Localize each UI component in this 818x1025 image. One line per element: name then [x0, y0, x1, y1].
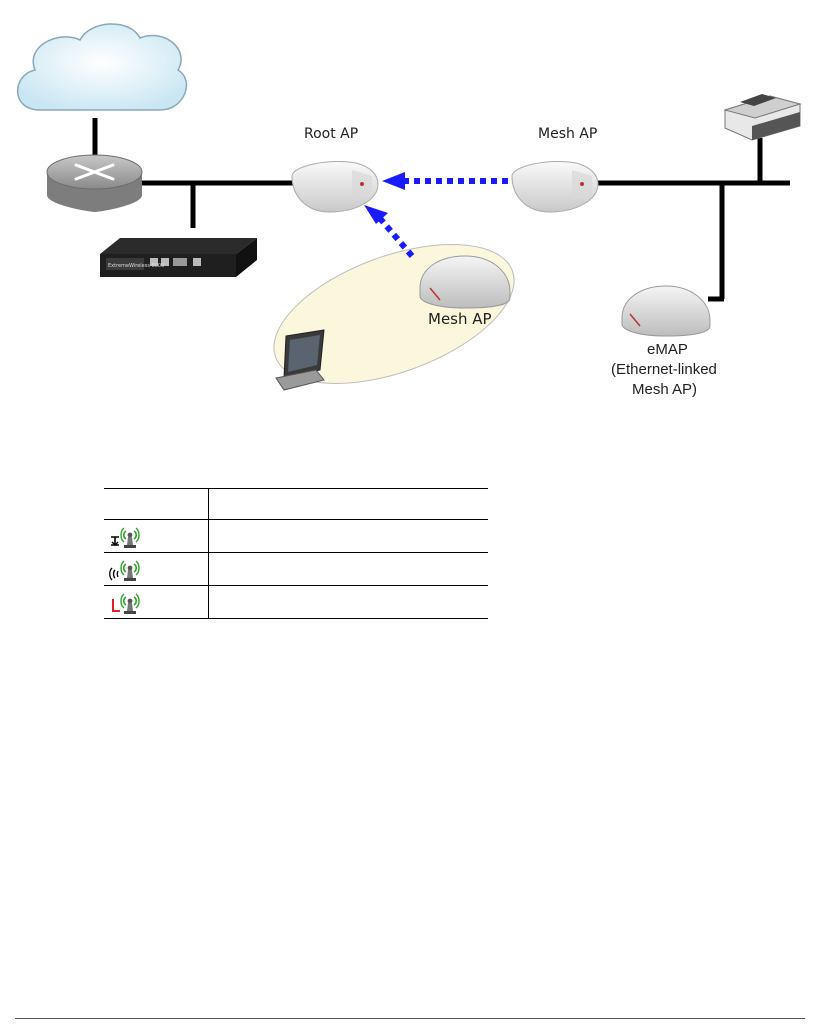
emap-label-line2: (Ethernet-linked	[611, 361, 717, 378]
footer-rule	[15, 1018, 805, 1019]
legend-row-text	[209, 520, 489, 553]
wired-mesh-ap-icon	[111, 527, 140, 548]
legend-row	[104, 585, 489, 619]
laptop-icon	[275, 329, 325, 391]
legend-row-text	[209, 586, 489, 619]
legend-table	[104, 488, 488, 619]
controller-appliance-icon: ExtremeWireless 6000	[100, 238, 257, 277]
mesh-link-arrowheads	[364, 172, 405, 224]
emap-icon	[621, 285, 711, 337]
router-icon	[46, 154, 143, 212]
emap-label-line3: Mesh AP)	[632, 381, 698, 398]
printer-icon	[723, 94, 802, 141]
legend-row-text	[209, 553, 489, 586]
legend-header-description	[209, 488, 489, 520]
legend-top-rule	[104, 488, 488, 489]
mesh-network-diagram: ExtremeWireless 6000	[16, 23, 802, 391]
mesh-ap-icon	[511, 160, 599, 213]
failed-mesh-ap-icon	[112, 593, 140, 614]
root-ap-icon	[291, 160, 379, 213]
legend-header-row	[104, 488, 488, 520]
wired-links	[92, 118, 790, 302]
mesh-ap-label: Mesh AP	[538, 126, 598, 142]
wireless-mesh-ap-icon	[109, 560, 140, 581]
legend-row	[104, 552, 489, 586]
mesh-ap-wireless-icon	[419, 255, 511, 309]
controller-model-text: ExtremeWireless 6000	[108, 263, 164, 269]
root-ap-label: Root AP	[304, 126, 359, 142]
mesh-wireless-links	[375, 178, 508, 258]
legend-header-icon	[104, 488, 209, 520]
mesh-ap-wireless-label: Mesh AP	[428, 310, 492, 328]
legend-row	[104, 519, 489, 553]
internet-cloud-icon	[16, 23, 188, 111]
emap-label-line1: eMAP	[647, 341, 688, 358]
